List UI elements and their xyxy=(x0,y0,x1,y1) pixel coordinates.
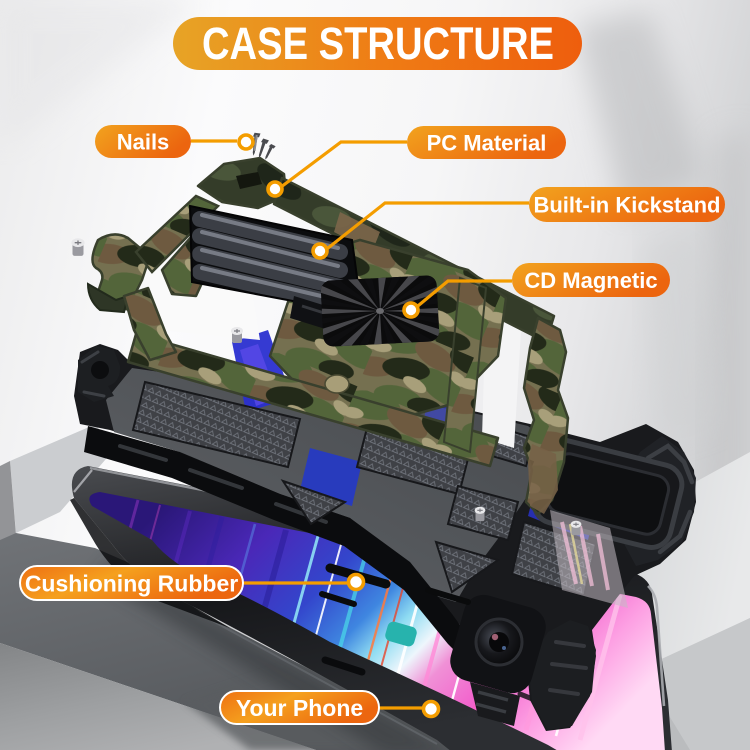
svg-text:Your Phone: Your Phone xyxy=(236,695,363,721)
svg-text:PC Material: PC Material xyxy=(427,130,547,155)
svg-text:CASE STRUCTURE: CASE STRUCTURE xyxy=(202,18,554,69)
svg-text:Built-in Kickstand: Built-in Kickstand xyxy=(533,192,720,217)
svg-text:CD Magnetic: CD Magnetic xyxy=(524,268,657,293)
svg-text:Nails: Nails xyxy=(117,129,170,154)
svg-text:Cushioning Rubber: Cushioning Rubber xyxy=(25,570,238,596)
